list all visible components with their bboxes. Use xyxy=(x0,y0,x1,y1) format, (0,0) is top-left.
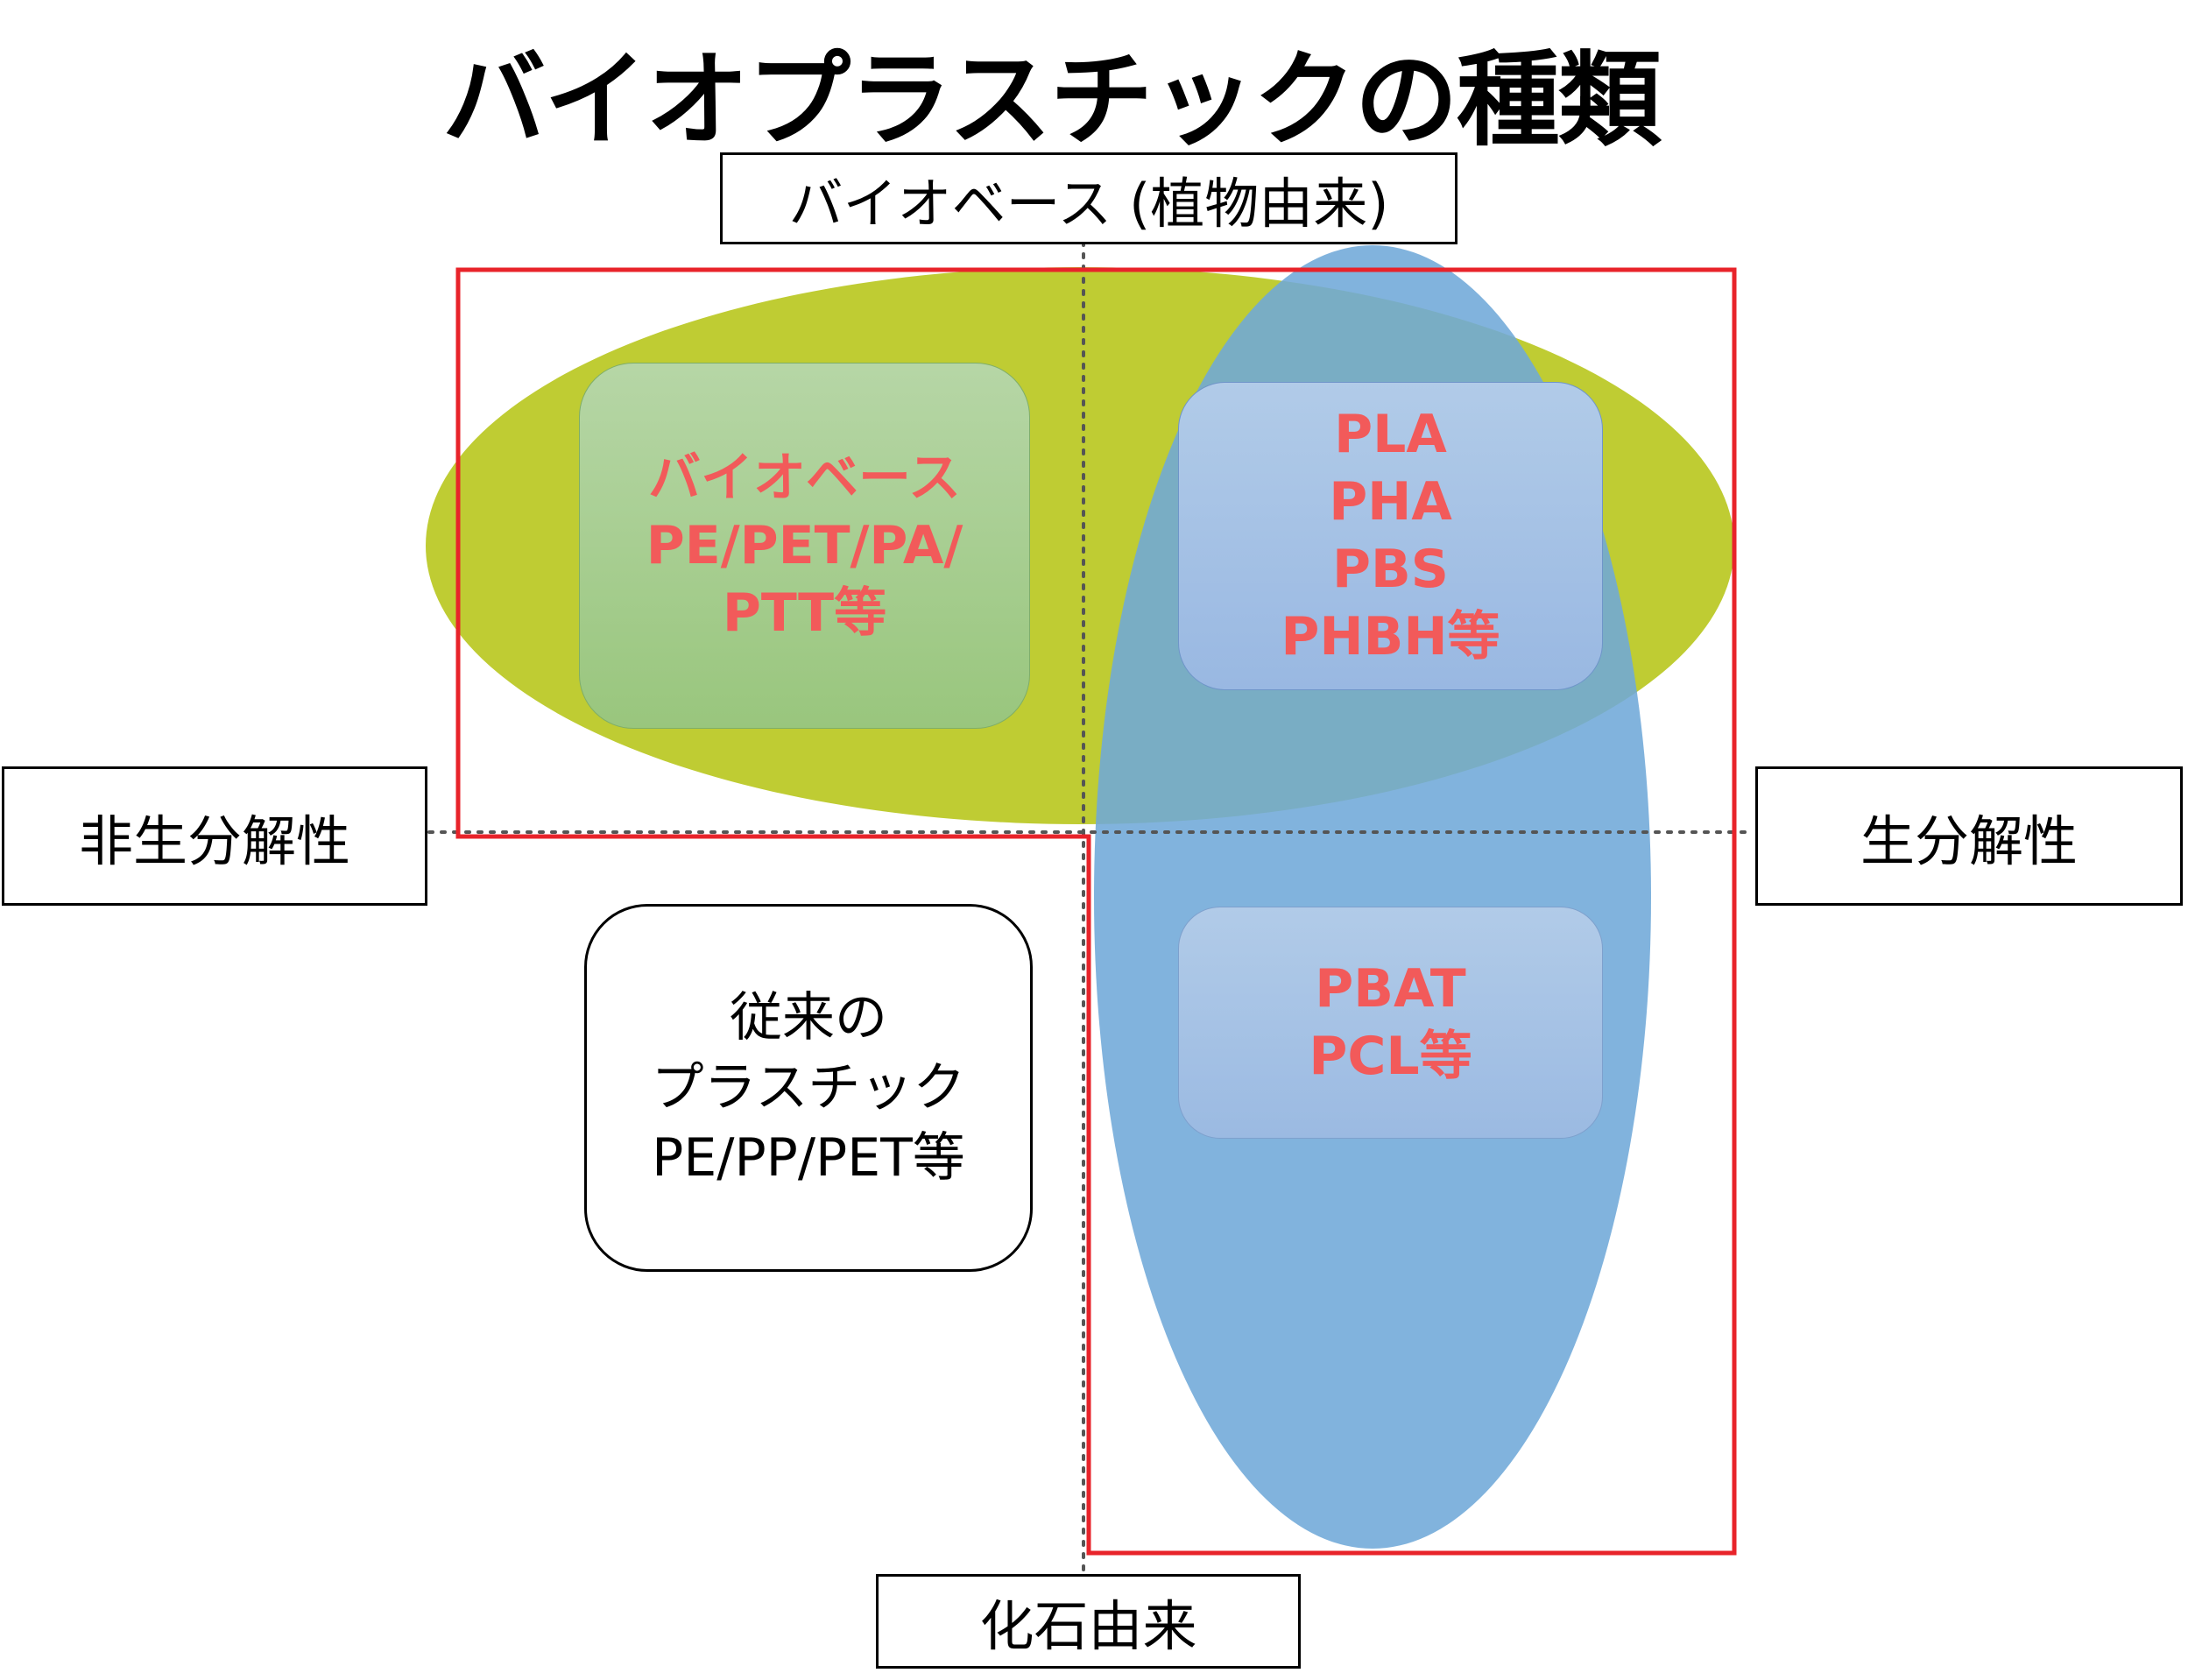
bioplastic-outline xyxy=(455,267,1737,1556)
conventional-plastics-card: 従来の プラスチック PE/PP/PET等 xyxy=(584,904,1033,1272)
page-title: バイオプラスチックの種類 xyxy=(442,39,1662,160)
axis-label-biodegradable: 生分解性 xyxy=(1755,766,2183,906)
axis-label-biobased: バイオベース (植物由来) xyxy=(720,152,1457,244)
card-line: PE/PET/PA/ xyxy=(646,514,963,576)
card-line: バイオベース xyxy=(648,447,961,509)
card-line: プラスチック xyxy=(651,1057,966,1119)
biobased-non-biodegradable-card: バイオベース PE/PET/PA/ PTT等 xyxy=(579,363,1030,729)
card-line: PCL等 xyxy=(1309,1025,1472,1087)
biobased-biodegradable-card: PLA PHA PBS PHBH等 xyxy=(1178,382,1603,690)
card-line: PTT等 xyxy=(722,582,887,644)
axis-label-non-biodegradable: 非生分解性 xyxy=(2,766,427,906)
fossil-biodegradable-card: PBAT PCL等 xyxy=(1178,907,1603,1139)
card-line: PHA xyxy=(1329,471,1452,533)
card-line: PBAT xyxy=(1315,957,1466,1020)
card-line: PHBH等 xyxy=(1281,606,1500,667)
card-line: 従来の xyxy=(730,987,887,1048)
card-line: PLA xyxy=(1334,404,1447,465)
card-line: PE/PP/PET等 xyxy=(652,1127,965,1189)
card-line: PBS xyxy=(1332,539,1449,600)
axis-label-fossil: 化石由来 xyxy=(876,1574,1301,1669)
